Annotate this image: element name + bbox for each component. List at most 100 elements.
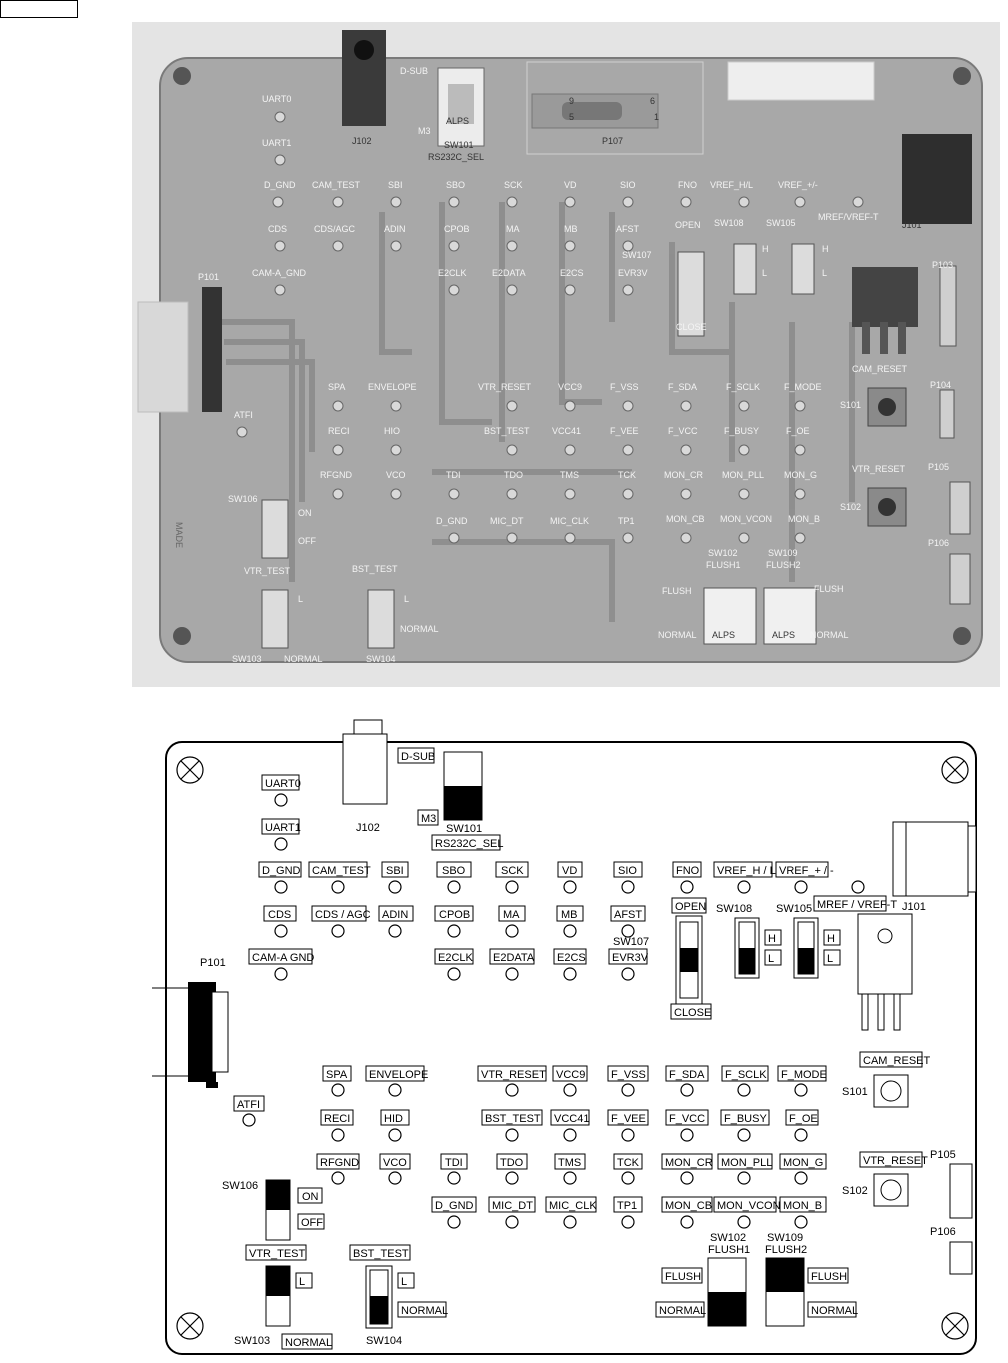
- test-point-tdi[interactable]: [447, 1171, 461, 1185]
- test-point-cpob[interactable]: [447, 924, 461, 938]
- test-point-atfi[interactable]: [242, 1113, 256, 1127]
- test-point-tms[interactable]: [563, 1171, 577, 1185]
- test-point-mon-b[interactable]: [794, 1215, 808, 1229]
- label-ma: MA: [503, 909, 520, 921]
- test-point-mon-cr[interactable]: [680, 1171, 694, 1185]
- sw103-switch[interactable]: [265, 1265, 291, 1327]
- label-cam-reset: CAM_RESET: [863, 1055, 931, 1067]
- label-j101: J101: [902, 901, 926, 913]
- test-point-vco[interactable]: [388, 1171, 402, 1185]
- test-point-cam-test[interactable]: [331, 880, 345, 894]
- label-box-tp1: [613, 1196, 643, 1213]
- test-point-cam-a-gnd[interactable]: [274, 967, 288, 981]
- test-point-envelope[interactable]: [388, 1083, 402, 1097]
- test-point-vref-pm[interactable]: [794, 880, 808, 894]
- photo-label-f-sclk: F_SCLK: [726, 382, 760, 392]
- test-point-tdo[interactable]: [505, 1171, 519, 1185]
- test-point-adin[interactable]: [388, 924, 402, 938]
- test-point-f-busy[interactable]: [737, 1128, 751, 1142]
- test-point-f-oe[interactable]: [794, 1128, 808, 1142]
- test-point-e2data[interactable]: [505, 967, 519, 981]
- test-point-spa[interactable]: [331, 1083, 345, 1097]
- test-point-mic-dt[interactable]: [505, 1215, 519, 1229]
- test-point-vcc9[interactable]: [563, 1083, 577, 1097]
- test-point-uart0[interactable]: [274, 793, 288, 807]
- photo-label-spa: SPA: [328, 382, 345, 392]
- label-f-vss: F_VSS: [611, 1069, 646, 1081]
- test-point-sbo[interactable]: [447, 880, 461, 894]
- sw101-switch[interactable]: [443, 751, 483, 821]
- photo-label-vd: VD: [564, 180, 577, 190]
- photo-label-vcc9: VCC9: [558, 382, 582, 392]
- test-point-cds[interactable]: [274, 924, 288, 938]
- test-point-mon-vcon[interactable]: [737, 1215, 751, 1229]
- test-point-hid[interactable]: [388, 1128, 402, 1142]
- test-point-afst[interactable]: [621, 924, 635, 938]
- p106-connector: [949, 1241, 973, 1275]
- sw109-flush-switch[interactable]: [765, 1257, 805, 1327]
- label-sw107: SW107: [613, 936, 649, 948]
- label-box-l-d: [397, 1272, 415, 1289]
- test-point-sbi[interactable]: [388, 880, 402, 894]
- label-cpob: CPOB: [439, 909, 470, 921]
- test-point-mon-cb[interactable]: [680, 1215, 694, 1229]
- test-point-sck[interactable]: [505, 880, 519, 894]
- label-e2data: E2DATA: [493, 952, 535, 964]
- photo-label-sio: SIO: [620, 180, 636, 190]
- test-point-cds-agc[interactable]: [331, 924, 345, 938]
- test-point-bst-test[interactable]: [505, 1128, 519, 1142]
- sw106-switch[interactable]: [265, 1179, 291, 1241]
- test-point-f-vee[interactable]: [621, 1128, 635, 1142]
- label-p106: P106: [930, 1226, 956, 1238]
- test-point-e2clk[interactable]: [447, 967, 461, 981]
- label-box-ma: [498, 905, 526, 922]
- test-point-fno[interactable]: [680, 880, 694, 894]
- test-point-mb[interactable]: [563, 924, 577, 938]
- s102-button[interactable]: [873, 1173, 909, 1207]
- test-point-mon-pll[interactable]: [737, 1171, 751, 1185]
- mount-hole: [176, 756, 204, 784]
- label-h-a: H: [768, 933, 776, 945]
- test-point-f-mode[interactable]: [794, 1083, 808, 1097]
- test-point-d-gnd[interactable]: [274, 880, 288, 894]
- label-normal: NORMAL: [659, 1305, 706, 1317]
- test-point-f-sda[interactable]: [680, 1083, 694, 1097]
- photo-label-vref-pm: VREF_+/-: [778, 180, 818, 190]
- mount-hole-photo: [173, 67, 191, 85]
- label-box-l-b: [823, 949, 841, 966]
- s101-button[interactable]: [873, 1074, 909, 1108]
- test-point-f-sclk[interactable]: [737, 1083, 751, 1097]
- test-point-uart1[interactable]: [274, 837, 288, 851]
- label-box-normal-d: [397, 1301, 447, 1318]
- test-point-mic-clk[interactable]: [563, 1215, 577, 1229]
- sw105-switch[interactable]: [793, 917, 819, 979]
- label-sw108: SW108: [716, 903, 752, 915]
- test-point-d-gnd-2[interactable]: [447, 1215, 461, 1229]
- label-sw106: SW106: [222, 1180, 258, 1192]
- sw104-switch[interactable]: [365, 1265, 393, 1329]
- test-point-vcc41[interactable]: [563, 1128, 577, 1142]
- test-point-e2cs[interactable]: [563, 967, 577, 981]
- label-d-sub: D-SUB: [401, 751, 435, 763]
- test-point-reci[interactable]: [331, 1128, 345, 1142]
- sw102-flush-switch[interactable]: [707, 1257, 747, 1327]
- test-point-mon-g[interactable]: [794, 1171, 808, 1185]
- test-point-evr3v[interactable]: [621, 967, 635, 981]
- test-point-sio[interactable]: [621, 880, 635, 894]
- sw107-switch[interactable]: [675, 915, 703, 1005]
- test-point-tck[interactable]: [621, 1171, 635, 1185]
- sw108-switch[interactable]: [734, 917, 760, 979]
- test-point-f-vcc[interactable]: [680, 1128, 694, 1142]
- test-point-vtr-reset[interactable]: [505, 1083, 519, 1097]
- test-point-mref[interactable]: [851, 880, 865, 894]
- label-s101: S101: [842, 1086, 868, 1098]
- test-point-ma[interactable]: [505, 924, 519, 938]
- test-point-tp1[interactable]: [621, 1215, 635, 1229]
- test-point-vd[interactable]: [563, 880, 577, 894]
- test-point-rfgnd[interactable]: [331, 1171, 345, 1185]
- label-vtr-test: VTR_TEST: [249, 1248, 306, 1260]
- photo-label-p106: P106: [928, 538, 949, 548]
- test-point-vref-hl[interactable]: [737, 880, 751, 894]
- test-point-f-vss[interactable]: [621, 1083, 635, 1097]
- photo-label-rs232c-sel: RS232C_SEL: [428, 152, 484, 162]
